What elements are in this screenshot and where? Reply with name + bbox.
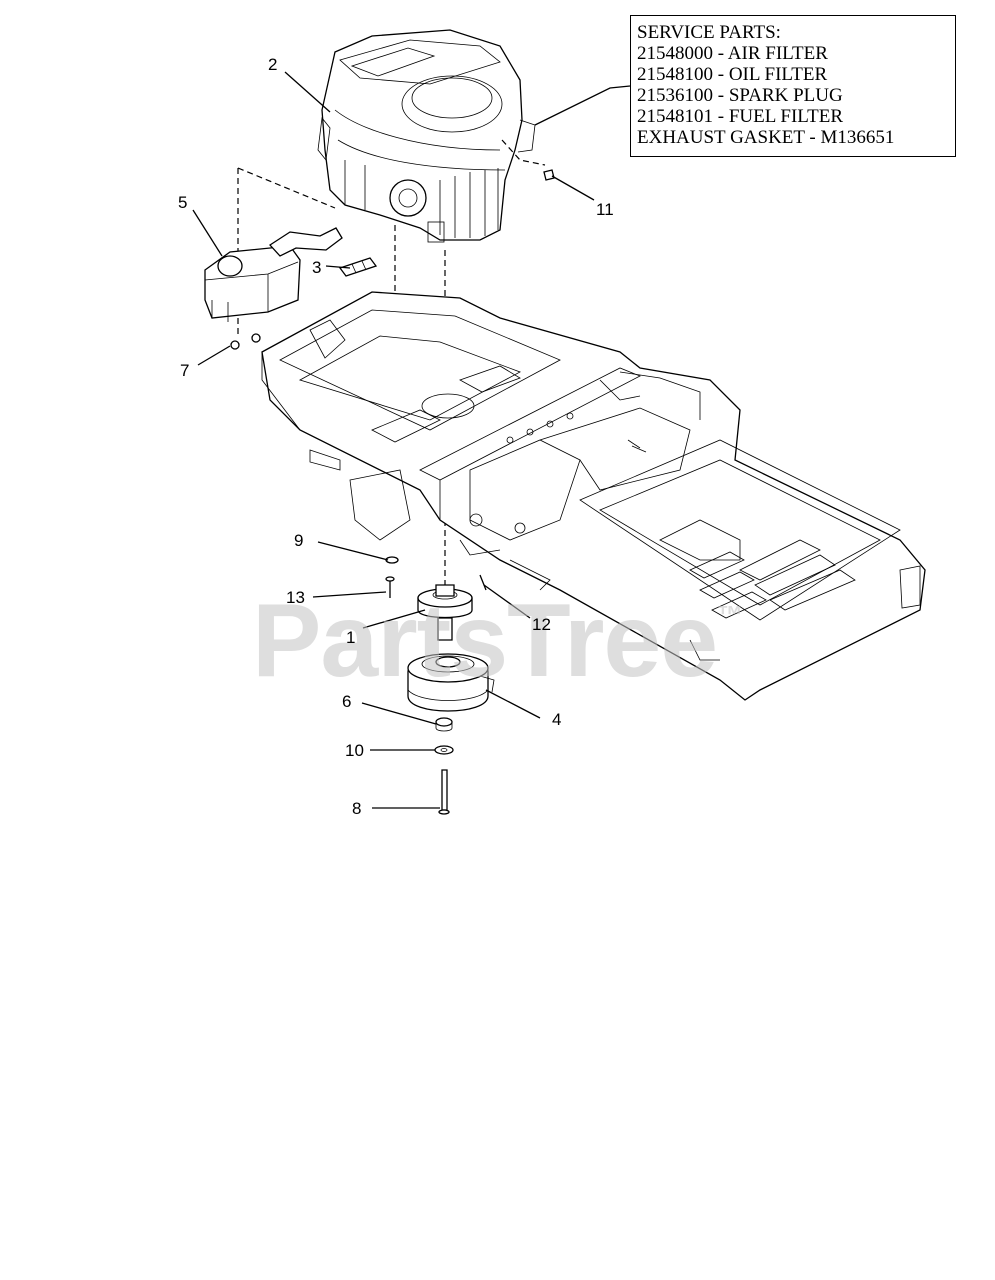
muffler-nuts — [230, 333, 261, 350]
callout-13[interactable]: 13 — [286, 588, 305, 607]
service-parts-box: SERVICE PARTS: 21548000 - AIR FILTER 215… — [630, 15, 956, 157]
callout-11[interactable]: 11 — [596, 200, 614, 219]
mower-frame — [261, 291, 926, 701]
frame-hardware — [385, 556, 487, 598]
callout-12[interactable]: 12 — [532, 615, 551, 634]
muffler — [204, 227, 343, 322]
clutch-hardware — [434, 717, 454, 815]
callout-8[interactable]: 8 — [352, 799, 362, 818]
callout-9[interactable]: 9 — [294, 531, 304, 550]
service-part-oil-filter: 21548100 - OIL FILTER — [637, 64, 828, 85]
electric-clutch — [407, 653, 495, 712]
engine-bolt — [543, 169, 555, 181]
service-part-exhaust-gasket: EXHAUST GASKET - M136651 — [637, 127, 895, 148]
engine-assembly — [317, 29, 536, 243]
spark-plug — [338, 257, 378, 277]
alignment-line — [237, 167, 336, 209]
callout-5[interactable]: 5 — [178, 193, 188, 212]
alignment-line — [501, 139, 546, 166]
callout-10[interactable]: 10 — [345, 741, 364, 760]
leader-lines — [192, 71, 631, 809]
callout-3[interactable]: 3 — [312, 258, 322, 277]
callout-6[interactable]: 6 — [342, 692, 352, 711]
service-parts-heading: SERVICE PARTS: — [637, 22, 781, 43]
service-part-fuel-filter: 21548101 - FUEL FILTER — [637, 106, 844, 127]
callout-1[interactable]: 1 — [346, 628, 356, 647]
service-part-air-filter: 21548000 - AIR FILTER — [637, 43, 828, 64]
pulley — [417, 584, 473, 641]
callout-2[interactable]: 2 — [268, 55, 278, 74]
callout-7[interactable]: 7 — [180, 361, 190, 380]
service-part-spark-plug: 21536100 - SPARK PLUG — [637, 85, 843, 106]
callout-4[interactable]: 4 — [552, 710, 562, 729]
